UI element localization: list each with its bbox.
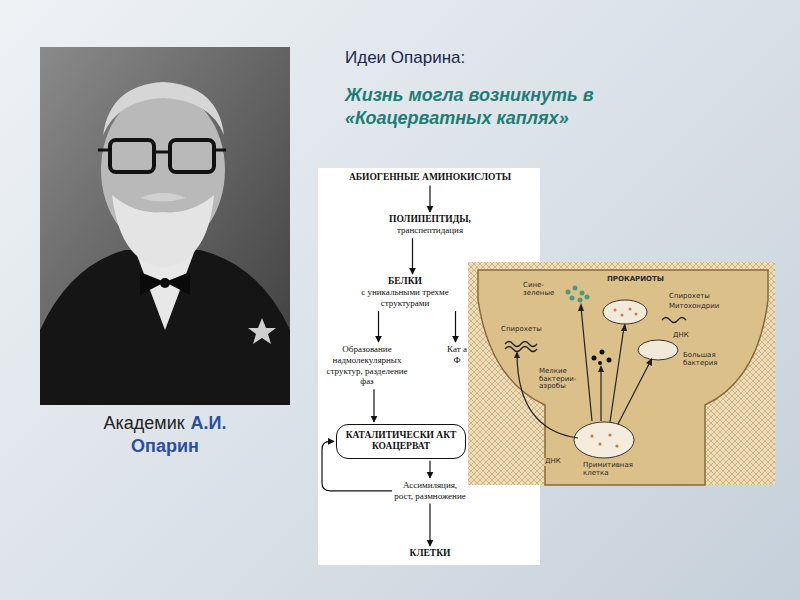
dna-label: ДНК — [544, 458, 562, 466]
process-step: Кат а Ф — [446, 344, 468, 366]
evolution-illustration — [468, 262, 775, 485]
caption-text: Академик — [103, 413, 184, 433]
step-text: КАТАЛИТИЧЕСКИ АКТ КОАЦЕРВАТ — [343, 430, 459, 453]
step-text: Ассимиляция, рост, размножение — [394, 480, 466, 502]
flow-arrow — [429, 185, 430, 212]
portrait-caption: АкадемикА.И. Опарин — [70, 412, 260, 459]
flow-arrow — [455, 311, 456, 342]
flow-arrow — [378, 311, 379, 342]
flow-arrow — [429, 504, 430, 546]
step-text: КЛЕТКИ — [380, 548, 480, 559]
slide-title: Идеи Опарина: — [345, 48, 645, 68]
process-step: ПОЛИПЕПТИДЫ,транспептидация — [360, 214, 500, 236]
flow-arrow — [412, 238, 413, 274]
step-text: БЕЛКИ — [345, 276, 465, 287]
dna-label: ДНК — [672, 332, 690, 340]
step-text: АБИОГЕННЫЕ АМИНОКИСЛОТЫ — [330, 172, 530, 183]
organism-label: Примитивная клетка — [582, 462, 636, 477]
process-step: АБИОГЕННЫЕ АМИНОКИСЛОТЫ — [330, 172, 530, 183]
process-step: КЛЕТКИ — [380, 548, 480, 559]
organism-label: Митохондрии — [668, 303, 720, 311]
organism-label: Сине-зеленые — [522, 282, 556, 297]
organism-label: Мелкие бактерии-аэробы — [538, 368, 580, 391]
process-step: Ассимиляция, рост, размножение — [394, 480, 466, 502]
slide-subtitle: Жизнь могла возникнуть в «Коацерватных к… — [345, 84, 675, 131]
process-step: БЕЛКИс уникальными трехме структурами — [345, 276, 465, 309]
organism-label: Спирохеты — [668, 293, 711, 301]
flow-arrow — [429, 461, 430, 478]
organism-label: Спирохеты — [500, 326, 543, 334]
step-text: Кат а Ф — [446, 344, 468, 366]
flow-arrow — [373, 389, 374, 422]
process-box: КАТАЛИТИЧЕСКИ АКТ КОАЦЕРВАТ — [336, 424, 466, 459]
step-note: с уникальными трехме структурами — [345, 287, 465, 309]
step-text: Образование надмолекулярных структур, ра… — [322, 344, 412, 387]
organism-label: Большая бактерия — [682, 352, 730, 367]
process-step: Образование надмолекулярных структур, ра… — [322, 344, 412, 387]
step-text: ПОЛИПЕПТИДЫ, — [360, 214, 500, 225]
portrait-photo — [40, 47, 290, 405]
step-note: транспептидация — [360, 225, 500, 236]
group-label: ПРОКАРИОТЫ — [606, 276, 665, 284]
